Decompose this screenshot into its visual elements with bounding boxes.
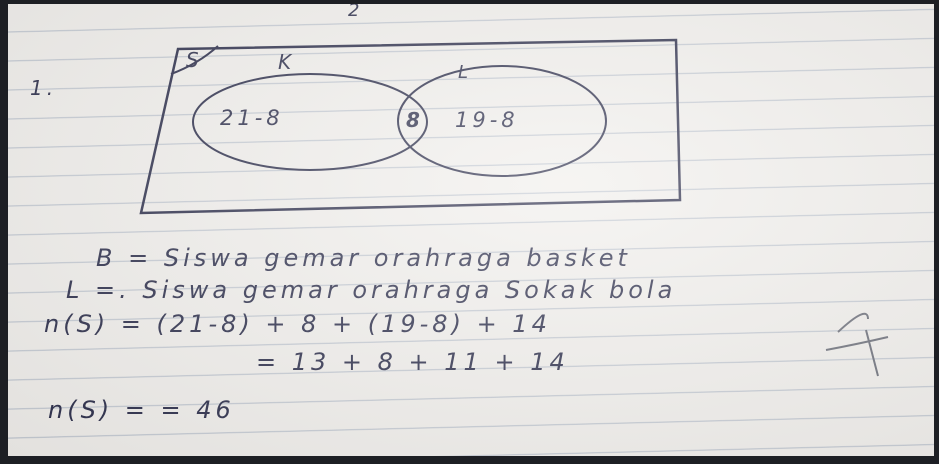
- notebook-page: 2 1. S K L 21-8 8 19-8 B = Siswa gemar o…: [8, 4, 934, 456]
- page-marker: 2: [348, 4, 364, 21]
- k-only-value: 21-8: [220, 106, 284, 130]
- equation-line-1: n(S) = (21-8) + 8 + (19-8) + 14: [44, 310, 551, 338]
- set-k-circle: [192, 73, 428, 171]
- set-l-circle: [397, 65, 607, 177]
- equation-line-2: = 13 + 8 + 11 + 14: [256, 348, 569, 376]
- grade-mark-stroke: [825, 312, 889, 377]
- equation-line-3: n(S) = = 46: [48, 396, 235, 424]
- definition-line-b: B = Siswa gemar orahraga basket: [96, 244, 631, 272]
- definition-line-l: L =. Siswa gemar orahraga Sokak bola: [66, 276, 677, 304]
- grade-mark: 4: [843, 322, 848, 324]
- intersection-value: 8: [406, 108, 424, 132]
- l-only-value: 19-8: [455, 108, 519, 132]
- venn-diagram: [139, 38, 889, 377]
- set-l-label: L: [458, 62, 473, 83]
- universal-set-label: S: [186, 48, 203, 72]
- set-k-label: K: [278, 50, 296, 74]
- universal-label-bracket: [170, 45, 219, 75]
- problem-number: 1.: [30, 76, 58, 100]
- universal-set-rectangle: [139, 38, 682, 215]
